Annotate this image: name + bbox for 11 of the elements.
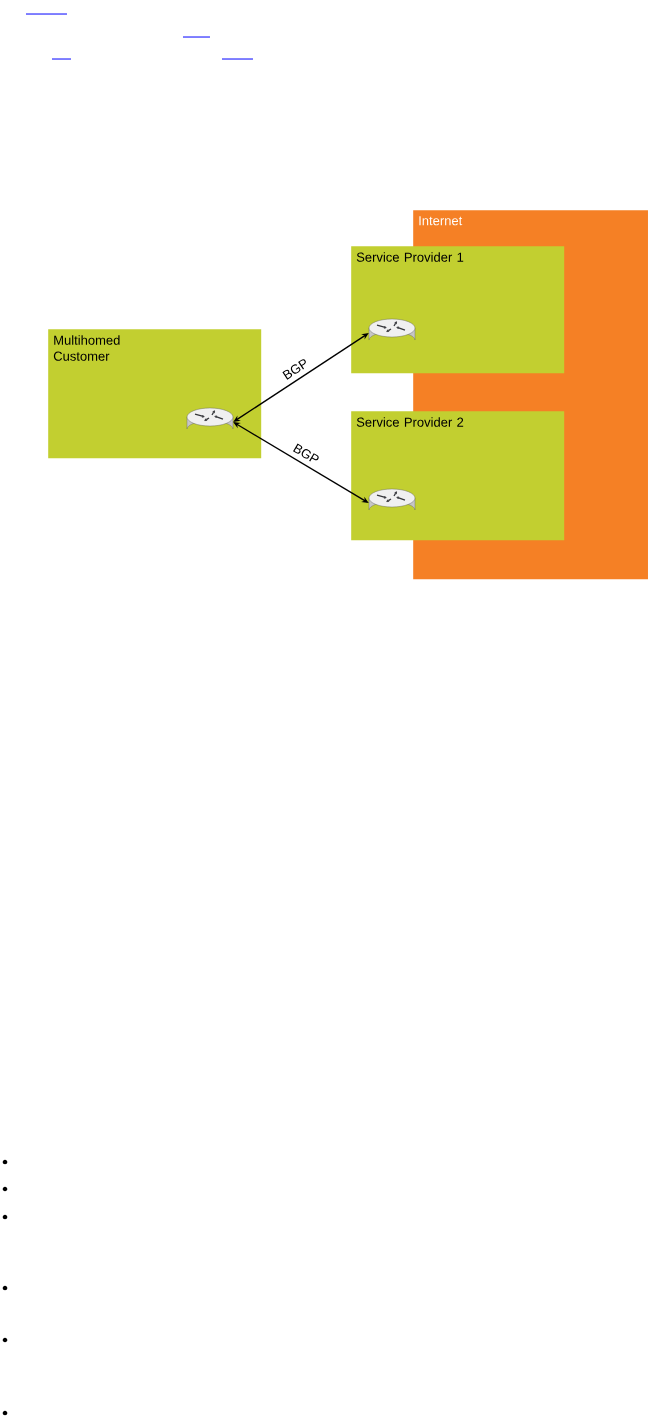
arrow bbox=[233, 422, 369, 503]
router-icon bbox=[368, 488, 416, 511]
box-heading: Multihomed Customer bbox=[53, 335, 120, 361]
box-heading: Service Provider 1 bbox=[356, 252, 464, 262]
box-heading: Service Provider 2 bbox=[356, 417, 464, 427]
edge-label: BGP bbox=[293, 443, 319, 462]
router-icon bbox=[368, 318, 416, 341]
edge-label: BGP bbox=[282, 359, 306, 380]
box-heading: Internet bbox=[419, 216, 463, 226]
router-icon bbox=[186, 407, 234, 430]
arrow bbox=[233, 333, 369, 422]
